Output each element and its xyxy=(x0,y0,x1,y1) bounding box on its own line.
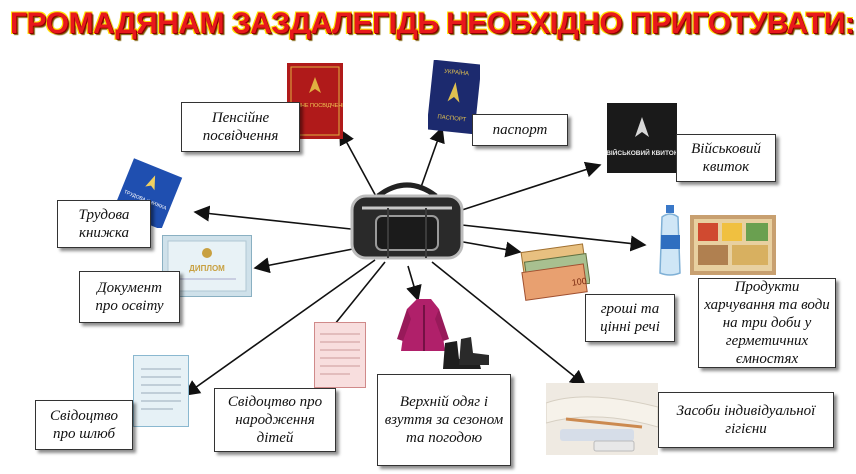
arrow-education xyxy=(253,247,359,274)
money-image: 100 xyxy=(520,243,590,301)
svg-text:УКРАЇНА: УКРАЇНА xyxy=(444,68,470,78)
arrow-workbook xyxy=(193,205,361,231)
svg-text:ПАСПОРТ: ПАСПОРТ xyxy=(437,114,467,123)
hygiene-items-image xyxy=(546,383,658,455)
arrow-hygiene xyxy=(431,261,587,387)
water-bottle-image xyxy=(659,205,681,276)
marriage-certificate-image xyxy=(133,355,189,427)
passport-label: паспорт xyxy=(472,114,568,146)
diploma-image: ДИПЛОМ xyxy=(162,235,252,297)
svg-text:ВІЙСЬКОВИЙ КВИТОК: ВІЙСЬКОВИЙ КВИТОК xyxy=(607,148,677,157)
arrow-pension xyxy=(339,128,379,201)
birth-certificate-image xyxy=(314,322,366,388)
military-id-image: ВІЙСЬКОВИЙ КВИТОК xyxy=(607,103,677,173)
birth-certificate-label: Свідоцтво про народження дітей xyxy=(214,388,336,452)
hygiene-label: Засоби індивідуальної гігієни xyxy=(658,392,834,448)
money-valuables-label: гроші та цінні речі xyxy=(585,294,675,342)
education-document-label: Документ про освіту xyxy=(79,271,180,323)
clothes-footwear-label: Верхній одяг і взуття за сезоном та пого… xyxy=(377,374,511,466)
clothes-image xyxy=(397,299,489,369)
passport-image: УКРАЇНА ПАСПОРТ xyxy=(428,60,480,134)
page-title: ГРОМАДЯНАМ ЗАЗДАЛЕГІДЬ НЕОБХІДНО ПРИГОТУ… xyxy=(10,7,855,40)
pension-certificate-label: Пенсійне посвідчення xyxy=(181,102,300,152)
marriage-certificate-label: Свідоцтво про шлюб xyxy=(35,400,133,450)
svg-text:ДИПЛОМ: ДИПЛОМ xyxy=(189,264,225,273)
travel-bag-image xyxy=(350,182,464,260)
svg-text:100: 100 xyxy=(571,276,587,288)
workbook-label: Трудова книжка xyxy=(57,200,151,248)
arrow-clothes xyxy=(406,265,422,302)
food-water-label: Продукти харчування та води на три доби … xyxy=(698,278,836,368)
svg-text:ПЕНСІЙНЕ ПОСВІДЧЕННЯ: ПЕНСІЙНЕ ПОСВІДЧЕННЯ xyxy=(287,101,343,109)
arrow-marriage xyxy=(183,259,376,396)
arrow-passport xyxy=(419,126,445,191)
military-id-label: Військовий квиток xyxy=(676,134,776,182)
arrow-military xyxy=(461,161,602,211)
food-box-image xyxy=(690,215,776,275)
arrow-food xyxy=(461,224,647,252)
